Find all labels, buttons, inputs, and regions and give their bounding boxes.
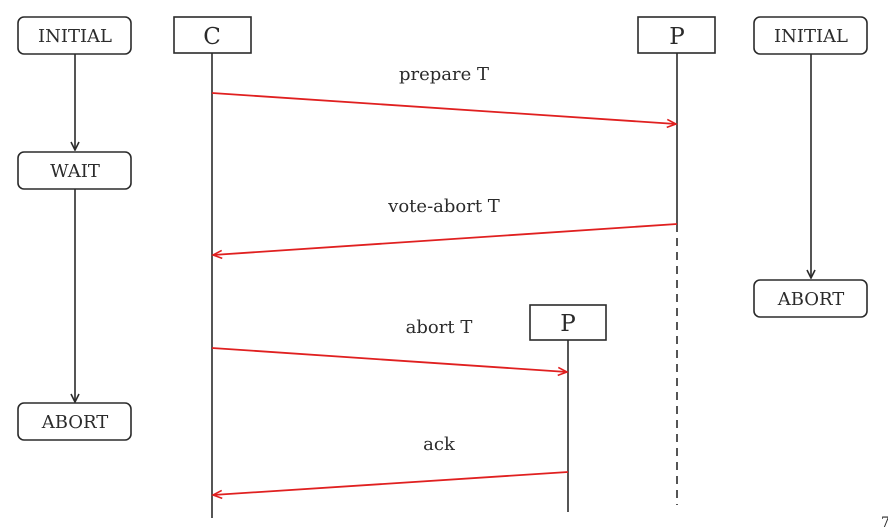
left-state-initial-label: INITIAL — [38, 26, 112, 47]
right-state-abort-label: ABORT — [777, 289, 845, 310]
left-state-abort-label: ABORT — [41, 412, 109, 433]
message-abort: abort T — [211, 317, 569, 377]
left-state-machine: INITIAL WAIT ABORT — [17, 16, 132, 441]
participant-new-label: P — [560, 311, 575, 337]
left-state-abort-box — [17, 402, 132, 441]
right-state-abort-box — [753, 279, 868, 318]
participant-new-box — [529, 304, 607, 341]
message-vote-abort: vote-abort T — [211, 196, 678, 260]
message-prepare: prepare T — [211, 64, 678, 129]
participant-lifeline-group: P — [637, 16, 716, 505]
participant-box — [637, 16, 716, 54]
participant-label: P — [669, 24, 684, 50]
message-ack-label: ack — [423, 434, 456, 455]
coordinator-box — [173, 16, 252, 54]
coordinator-label: C — [203, 24, 221, 50]
page-number: 7 — [881, 515, 888, 530]
message-vote-abort-arrow — [211, 223, 678, 260]
message-vote-abort-label: vote-abort T — [387, 196, 500, 217]
message-prepare-arrow — [211, 92, 678, 129]
right-state-machine: INITIAL ABORT — [753, 16, 868, 318]
message-abort-label: abort T — [406, 317, 473, 338]
message-abort-arrow — [211, 347, 569, 377]
right-state-initial-label: INITIAL — [774, 26, 848, 47]
participant-new-lifeline-group: P — [529, 304, 607, 512]
coordinator-lifeline-group: C — [173, 16, 252, 518]
message-ack: ack — [211, 434, 569, 500]
message-prepare-label: prepare T — [399, 64, 489, 85]
left-state-wait-label: WAIT — [50, 161, 100, 182]
message-ack-arrow — [211, 471, 569, 500]
